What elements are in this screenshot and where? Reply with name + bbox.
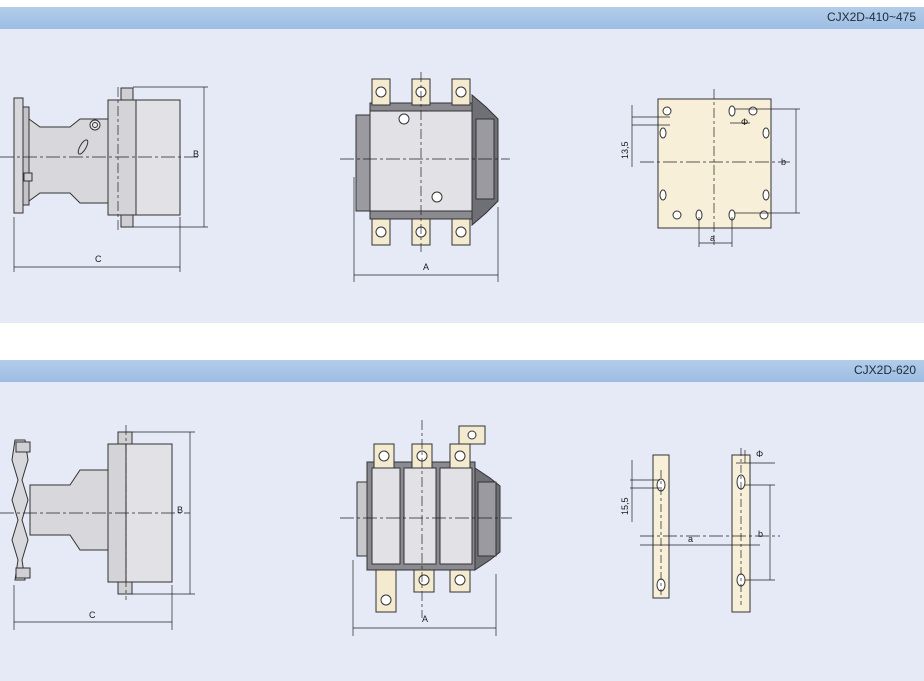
side-view <box>13 87 181 228</box>
panel-header: CJX2D-620 <box>0 360 924 382</box>
dim-label-phi: Φ <box>756 449 763 459</box>
front-view-dimensions <box>340 72 510 282</box>
side-view-dimensions <box>0 86 208 272</box>
dim-label-a: A <box>423 262 429 272</box>
panel-header: CJX2D-410~475 <box>0 7 924 29</box>
dim-label-phi: Φ <box>741 117 748 127</box>
mounting-rails-dimensions <box>630 448 780 605</box>
dim-label-b-small: b <box>781 157 786 167</box>
mounting-plate <box>657 98 772 229</box>
front-view-dimensions <box>340 420 512 636</box>
front-view <box>355 78 499 246</box>
dim-label-c: C <box>89 610 96 620</box>
drawing-410-475: B C <box>0 72 800 282</box>
dim-label-a-small: a <box>688 534 693 544</box>
dim-label-spacing: 15,5 <box>620 497 630 515</box>
dim-label-spacing: 13,5 <box>620 141 630 159</box>
panel-cjx2d-410-475: CJX2D-410~475 <box>0 7 924 323</box>
panel-title: CJX2D-620 <box>853 363 916 377</box>
side-view-dimensions <box>0 425 195 630</box>
mounting-rails <box>652 454 751 613</box>
dim-label-b-small: b <box>758 529 763 539</box>
dim-label-a: A <box>422 614 428 624</box>
drawing-620: B C A <box>0 420 780 636</box>
dim-label-a-small: a <box>710 233 715 243</box>
dim-label-b: B <box>193 149 199 159</box>
front-view <box>356 425 501 613</box>
mounting-plate-dimensions <box>631 89 800 247</box>
panel-cjx2d-620: CJX2D-620 B C <box>0 360 924 681</box>
dim-label-c: C <box>95 254 102 264</box>
dim-label-b: B <box>177 505 183 515</box>
panel-title: CJX2D-410~475 <box>826 10 916 24</box>
